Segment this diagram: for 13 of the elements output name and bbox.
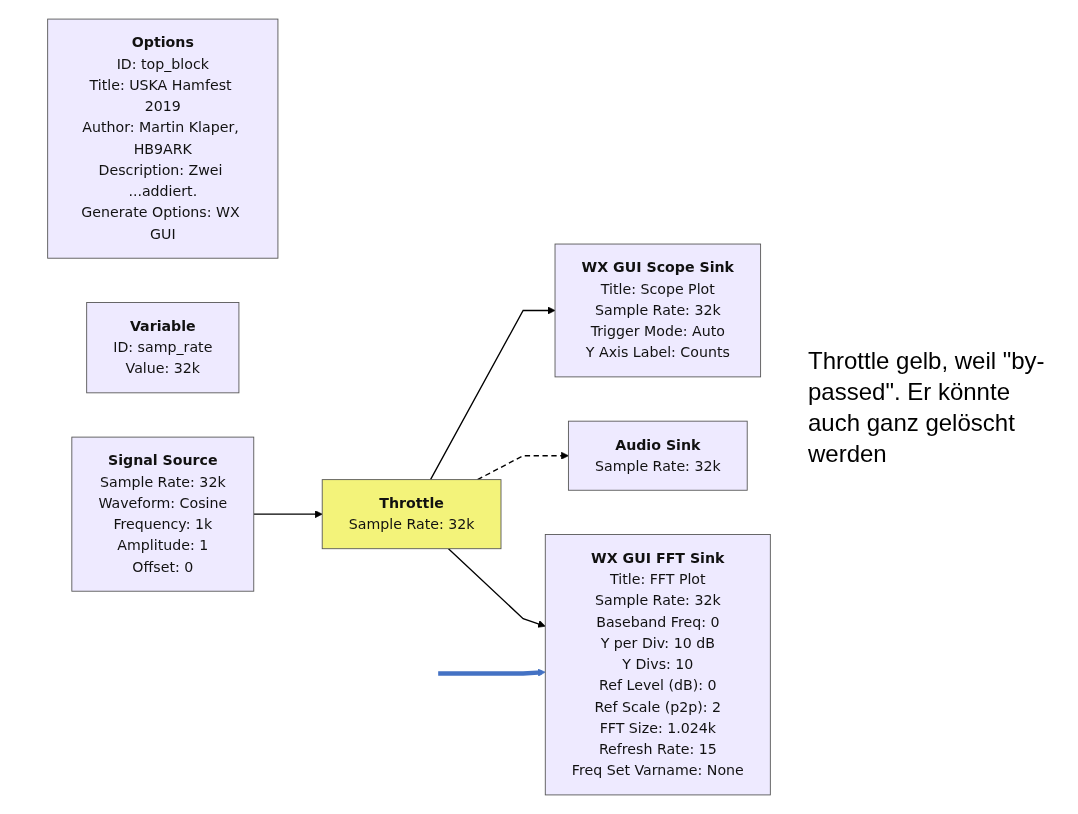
arrow <box>253 510 323 519</box>
node-box: WX GUI Scope Sink Title: Scope Plot Sample Rate: 32k Trigger Mode: Auto Y Axis Label: Counts <box>554 243 762 378</box>
node-box: Signal Source Sample Rate: 32k Waveform: Cosine Frequency: 1k Amplitude: 1 Offset: 0 <box>71 436 255 592</box>
note-text: Throttle gelb, weil "by-passed". Er könnte auch ganz gelöscht werden <box>808 345 1046 470</box>
node-box: Audio Sink Sample Rate: 32k <box>567 420 748 491</box>
node-box: Options ID: top_block Title: USKA Hamfest 2019 Author: Martin Klaper, HB9ARK Description: Zwei ...addiert. Generate Options: WX GUI <box>47 18 279 259</box>
arrow <box>447 548 546 628</box>
node-box: Variable ID: samp_rate Value: 32k <box>86 302 240 394</box>
arrow <box>429 306 556 481</box>
node-box: Throttle Sample Rate: 32k <box>321 479 502 550</box>
node-box: WX GUI FFT Sink Title: FFT Plot Sample Rate: 32k Baseband Freq: 0 Y per Div: 10 dB Y Divs: 10 Ref Level (dB): 0 Ref Scale (p2p): 2 FFT Size: 1.024k Refresh Rate: 15 Freq Set Varname: None <box>544 534 771 796</box>
arrow <box>438 668 546 677</box>
arrow <box>476 451 569 481</box>
